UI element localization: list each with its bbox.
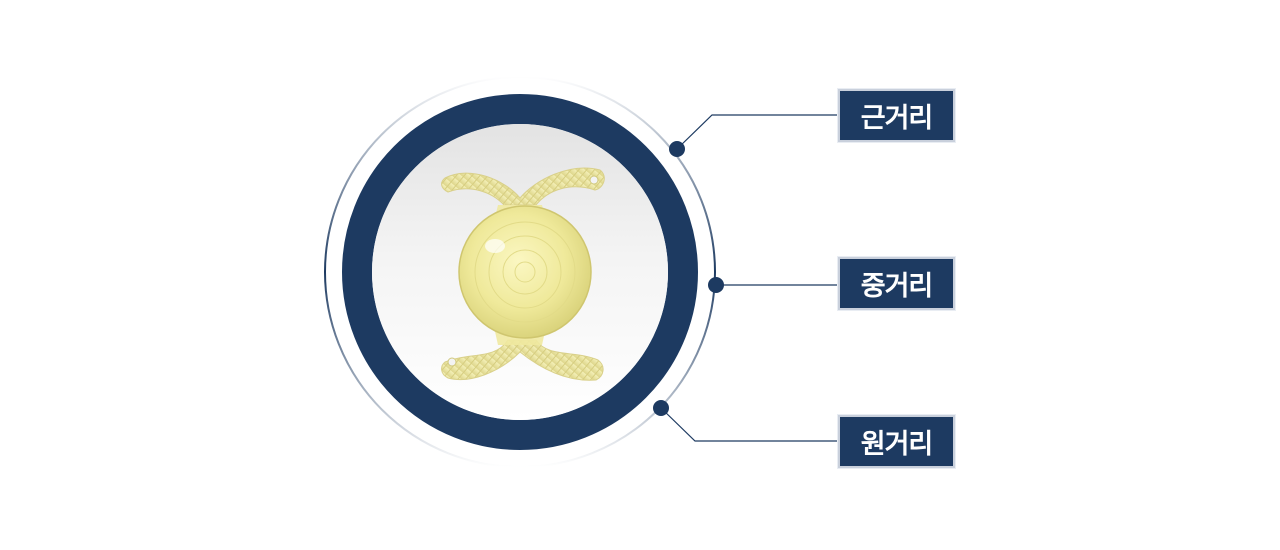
label-far-distance: 원거리 — [837, 414, 956, 469]
label-intermediate-distance: 중거리 — [837, 256, 956, 311]
connector-far — [660, 407, 838, 442]
top-haptic — [441, 167, 605, 206]
thick-navy-ring — [342, 94, 698, 450]
lens-optic — [458, 205, 592, 339]
dot-intermediate — [708, 277, 724, 293]
dot-far — [653, 400, 669, 416]
connector-near — [676, 114, 838, 150]
outer-thin-ring — [324, 76, 716, 468]
label-near-distance: 근거리 — [837, 88, 956, 143]
dot-near — [669, 141, 685, 157]
